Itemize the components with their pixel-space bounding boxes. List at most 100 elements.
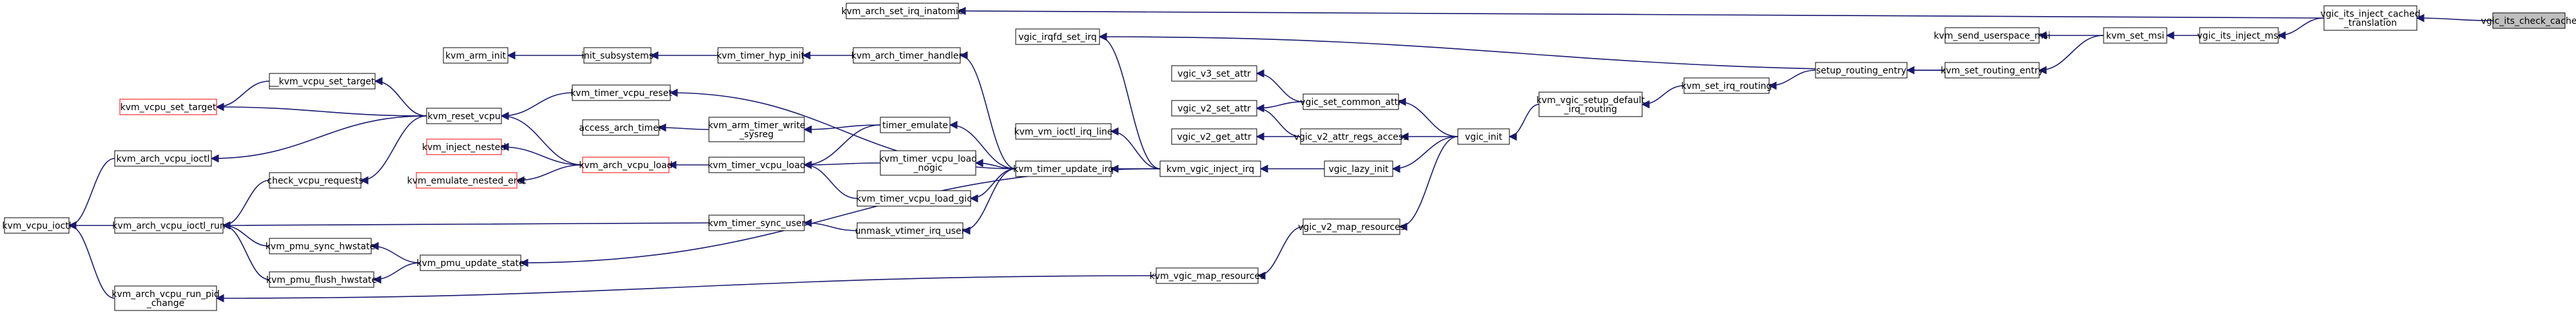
node-kvm-send-userspace-msi[interactable]: kvm_send_userspace_msi <box>1933 27 2051 44</box>
node-box[interactable] <box>2323 5 2417 31</box>
node-box[interactable] <box>857 222 964 239</box>
node-vgic-its-check-cache[interactable]: vgic_its_check_cache <box>2481 12 2576 29</box>
node-kvm-timer-sync-user[interactable]: kvm_timer_sync_user <box>708 215 806 231</box>
node-box[interactable] <box>1324 160 1393 177</box>
node-kvm-vgic-inject-irq[interactable]: kvm_vgic_inject_irq <box>1159 160 1261 177</box>
node-box[interactable] <box>1159 160 1261 177</box>
node-box[interactable] <box>4 217 70 234</box>
node-box[interactable] <box>1457 128 1510 145</box>
node-kvm-arch-vcpu-load[interactable]: kvm_arch_vcpu_load <box>579 157 673 173</box>
node-unmask-vtimer-irq-user[interactable]: unmask_vtimer_irq_user <box>855 222 965 239</box>
node-kvm-timer-hyp-init[interactable]: kvm_timer_hyp_init <box>717 47 805 64</box>
node-box[interactable] <box>572 84 671 101</box>
node-box[interactable] <box>114 217 224 234</box>
node-box[interactable] <box>443 47 508 64</box>
node-kvm-arm-timer-write-sysreg[interactable]: kvm_arm_timer_write_sysreg <box>708 117 806 142</box>
node-vgic-v2-map-resources[interactable]: vgic_v2_map_resources <box>1298 218 1405 235</box>
node-kvm-inject-nested[interactable]: kvm_inject_nested <box>422 138 506 155</box>
node-box[interactable] <box>1944 27 2040 44</box>
node-box[interactable] <box>1815 62 1908 79</box>
node-box[interactable] <box>1156 267 1259 284</box>
node-box[interactable] <box>857 190 971 207</box>
node-timer-emulate[interactable]: timer_emulate <box>880 117 951 133</box>
node-box[interactable] <box>114 285 217 311</box>
node-box[interactable] <box>1015 123 1112 140</box>
node-kvm-pmu-flush-hwstate[interactable]: kvm_pmu_flush_hwstate <box>266 271 377 288</box>
node-kvm-vcpu-ioctl[interactable]: kvm_vcpu_ioctl <box>2 217 72 234</box>
node-box[interactable] <box>1300 128 1402 145</box>
node-vgic-its-inject-cached-translation[interactable]: vgic_its_inject_cached_translation <box>2320 5 2421 31</box>
node-box[interactable] <box>114 150 212 167</box>
node-box[interactable] <box>583 47 652 64</box>
node-kvm-vcpu-set-target-u[interactable]: __kvm_vcpu_set_target <box>269 73 376 90</box>
node-box[interactable] <box>1944 62 2040 79</box>
node-access-arch-timer[interactable]: access_arch_timer <box>579 119 663 136</box>
node-box[interactable] <box>1303 218 1400 235</box>
node-kvm-arm-init[interactable]: kvm_arm_init <box>443 47 508 64</box>
node-box[interactable] <box>853 47 961 64</box>
node-box[interactable] <box>582 119 659 136</box>
node-box[interactable] <box>708 157 805 173</box>
node-kvm-emulate-nested-eret[interactable]: kvm_emulate_nested_eret <box>407 172 527 189</box>
node-vgic-set-common-attr[interactable]: vgic_set_common_attr <box>1300 93 1402 110</box>
node-vgic-its-inject-msi[interactable]: vgic_its_inject_msi <box>2197 27 2281 44</box>
node-box[interactable] <box>1171 128 1257 145</box>
node-box[interactable] <box>416 172 518 189</box>
node-kvm-vgic-map-resources[interactable]: kvm_vgic_map_resources <box>1150 267 1265 284</box>
node-init-subsystems[interactable]: init_subsystems <box>581 47 654 64</box>
node-box[interactable] <box>1538 91 1643 117</box>
node-box[interactable] <box>426 108 502 124</box>
node-box[interactable] <box>717 47 804 64</box>
node-kvm-arch-vcpu-run-pid-change[interactable]: kvm_arch_vcpu_run_pid_change <box>111 285 220 311</box>
node-box[interactable] <box>420 254 521 271</box>
node-box[interactable] <box>119 99 217 115</box>
node-box[interactable] <box>1015 28 1100 45</box>
node-kvm-arch-vcpu-ioctl-run[interactable]: kvm_arch_vcpu_ioctl_run <box>112 217 226 234</box>
node-box[interactable] <box>582 157 670 173</box>
node-vgic-v2-attr-regs-access[interactable]: vgic_v2_attr_regs_access <box>1294 128 1408 145</box>
node-kvm-pmu-update-state[interactable]: kvm_pmu_update_state <box>416 254 525 271</box>
node-kvm-timer-update-irq[interactable]: kvm_timer_update_irq <box>1013 160 1114 177</box>
node-box[interactable] <box>269 73 376 90</box>
node-check-vcpu-requests[interactable]: check_vcpu_requests <box>267 172 363 189</box>
node-setup-routing-entry[interactable]: setup_routing_entry <box>1815 62 1908 79</box>
node-kvm-reset-vcpu[interactable]: kvm_reset_vcpu <box>426 108 502 124</box>
node-kvm-arch-vcpu-ioctl[interactable]: kvm_arch_vcpu_ioctl <box>114 150 212 167</box>
node-box[interactable] <box>708 215 805 231</box>
node-box[interactable] <box>1303 93 1399 110</box>
node-vgic-v2-get-attr[interactable]: vgic_v2_get_attr <box>1171 128 1257 145</box>
node-kvm-timer-vcpu-load[interactable]: kvm_timer_vcpu_load <box>708 157 806 173</box>
node-box[interactable] <box>269 271 374 288</box>
node-kvm-timer-vcpu-reset[interactable]: kvm_timer_vcpu_reset <box>570 84 672 101</box>
node-kvm-arch-timer-handler[interactable]: kvm_arch_timer_handler <box>851 47 963 64</box>
node-box[interactable] <box>1171 100 1257 117</box>
node-kvm-vgic-setup-default-irq-routing[interactable]: kvm_vgic_setup_default_irq_routing <box>1536 91 1645 117</box>
node-vgic-v3-set-attr[interactable]: vgic_v3_set_attr <box>1171 65 1257 82</box>
node-box[interactable] <box>426 138 502 155</box>
node-kvm-timer-vcpu-load-gic[interactable]: kvm_timer_vcpu_load_gic <box>856 190 972 207</box>
node-kvm-vcpu-set-target[interactable]: kvm_vcpu_set_target <box>119 99 217 115</box>
node-box[interactable] <box>846 3 959 19</box>
node-kvm-set-routing-entry[interactable]: kvm_set_routing_entry <box>1941 62 2044 79</box>
node-box[interactable] <box>880 117 951 133</box>
node-box[interactable] <box>1171 65 1257 82</box>
node-box[interactable] <box>708 117 805 142</box>
node-vgic-irqfd-set-irq[interactable]: vgic_irqfd_set_irq <box>1015 28 1100 45</box>
node-kvm-set-irq-routing[interactable]: kvm_set_irq_routing <box>1681 77 1772 94</box>
node-box[interactable] <box>1015 160 1112 177</box>
node-kvm-vm-ioctl-irq-line[interactable]: kvm_vm_ioctl_irq_line <box>1014 123 1113 140</box>
node-box[interactable] <box>269 172 362 189</box>
node-box[interactable] <box>2199 27 2279 44</box>
node-box[interactable] <box>880 150 976 176</box>
node-vgic-lazy-init[interactable]: vgic_lazy_init <box>1324 160 1393 177</box>
node-box[interactable] <box>269 238 372 254</box>
node-box[interactable] <box>2103 27 2167 44</box>
node-box[interactable] <box>1683 77 1770 94</box>
node-kvm-timer-vcpu-load-nogic[interactable]: kvm_timer_vcpu_load_nogic <box>879 150 977 176</box>
node-kvm-pmu-sync-hwstate[interactable]: kvm_pmu_sync_hwstate <box>266 238 375 254</box>
node-kvm-arch-set-irq-inatomic[interactable]: kvm_arch_set_irq_inatomic <box>842 3 964 19</box>
node-vgic-init[interactable]: vgic_init <box>1457 128 1510 145</box>
node-vgic-v2-set-attr[interactable]: vgic_v2_set_attr <box>1171 100 1257 117</box>
node-kvm-set-msi[interactable]: kvm_set_msi <box>2103 27 2167 44</box>
node-box[interactable] <box>2492 12 2566 29</box>
